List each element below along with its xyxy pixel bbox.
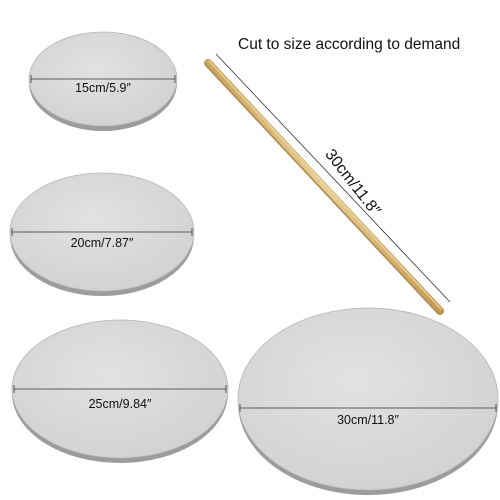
disc-20cm — [9, 172, 195, 296]
measure-line-rod — [215, 53, 451, 303]
caption-text: Cut to size according to demand — [238, 36, 461, 53]
disc-25cm — [11, 319, 229, 463]
wooden-rod — [204, 53, 451, 315]
disc-30cm — [237, 307, 499, 495]
disc-15cm — [28, 31, 178, 131]
disc-15cm-label: 15cm/5.9″ — [75, 81, 131, 95]
disc-30cm-label: 30cm/11.8″ — [337, 413, 399, 427]
disc-25cm-label: 25cm/9.84″ — [88, 397, 152, 411]
disc-20cm-label: 20cm/7.87″ — [70, 236, 134, 250]
